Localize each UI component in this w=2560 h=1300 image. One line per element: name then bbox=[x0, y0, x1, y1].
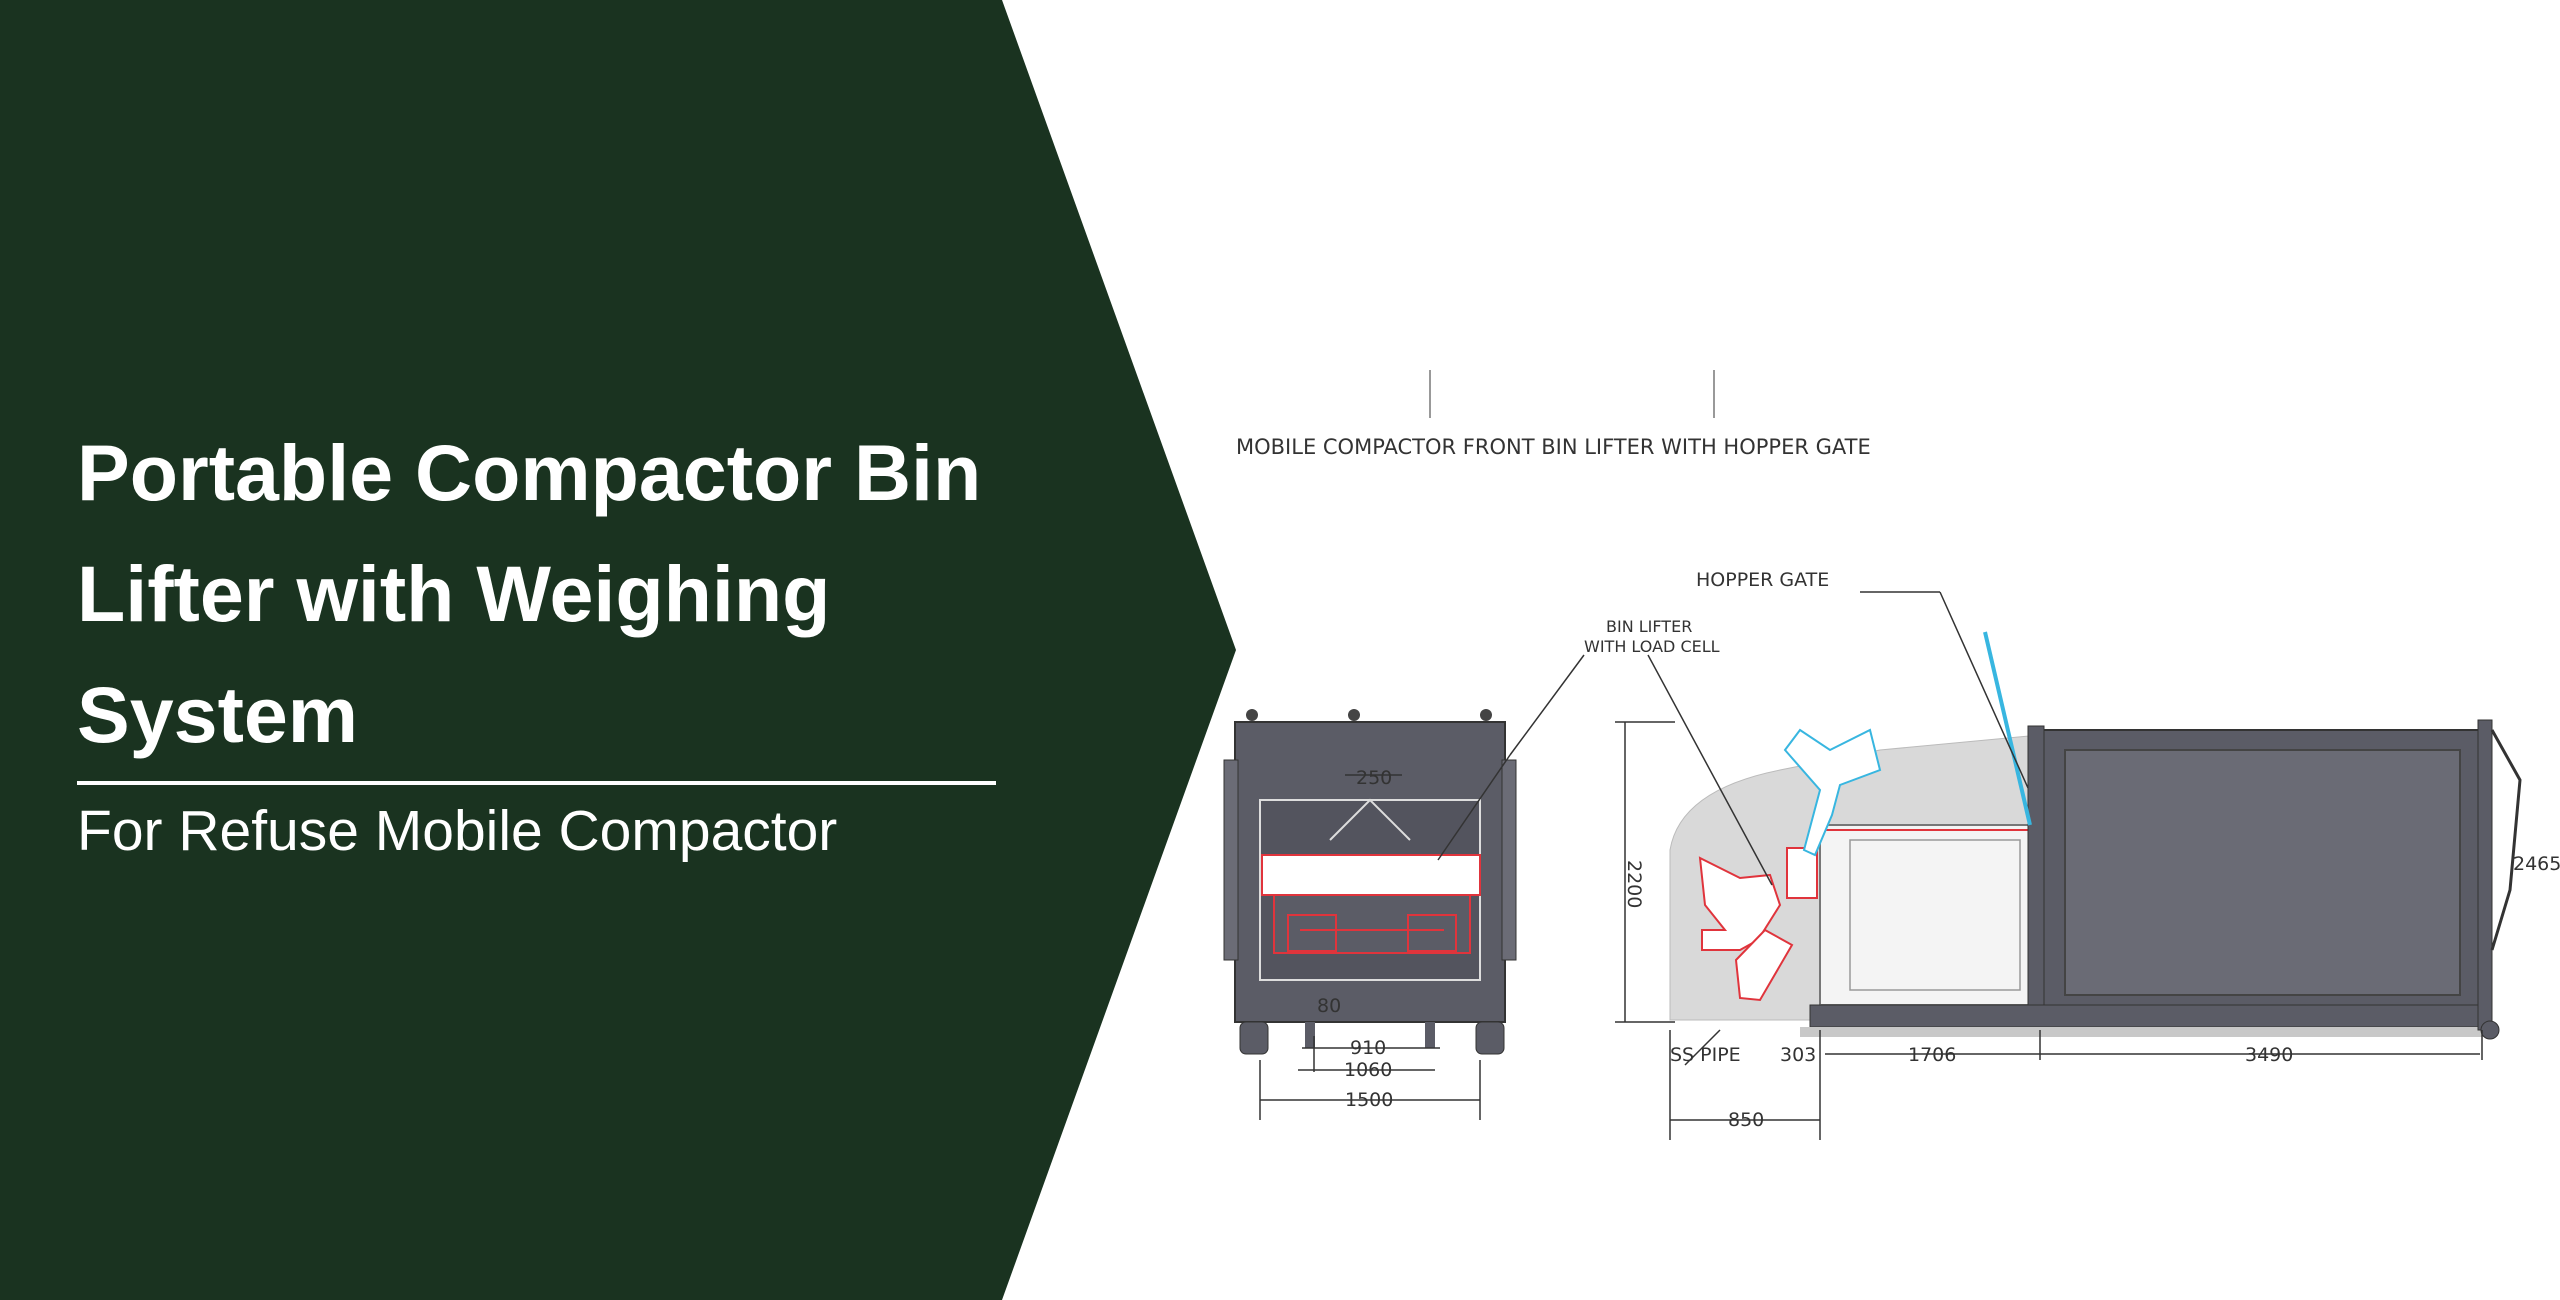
svg-text:2465: 2465 bbox=[2513, 853, 2560, 875]
svg-text:BIN LIFTER: BIN LIFTER bbox=[1606, 617, 1692, 636]
svg-text:3490: 3490 bbox=[2245, 1044, 2293, 1066]
svg-text:1060: 1060 bbox=[1344, 1059, 1392, 1081]
title-divider bbox=[77, 781, 996, 785]
svg-text:850: 850 bbox=[1728, 1109, 1764, 1131]
banner-title: Portable Compactor Bin Lifter with Weigh… bbox=[77, 428, 982, 759]
svg-text:250: 250 bbox=[1356, 767, 1392, 789]
svg-text:WITH LOAD CELL: WITH LOAD CELL bbox=[1584, 637, 1720, 656]
drawing-caption: MOBILE COMPACTOR FRONT BIN LIFTER WITH H… bbox=[1236, 435, 1871, 459]
technical-drawing: MOBILE COMPACTOR FRONT BIN LIFTER WITH H… bbox=[1223, 370, 2560, 1140]
svg-text:2200: 2200 bbox=[1623, 860, 1645, 908]
svg-text:1706: 1706 bbox=[1908, 1044, 1956, 1066]
green-chevron-panel bbox=[0, 0, 1236, 1300]
svg-text:HOPPER GATE: HOPPER GATE bbox=[1696, 569, 1829, 591]
svg-text:SS PIPE: SS PIPE bbox=[1670, 1044, 1741, 1066]
svg-text:1500: 1500 bbox=[1345, 1089, 1393, 1111]
side-view: 2200 SS PIPE 303 1706 3490 850 2465 bbox=[1615, 591, 2560, 1140]
svg-text:910: 910 bbox=[1350, 1037, 1386, 1059]
svg-text:80: 80 bbox=[1317, 995, 1341, 1017]
banner-subtitle: For Refuse Mobile Compactor bbox=[77, 799, 838, 863]
svg-text:303: 303 bbox=[1780, 1044, 1816, 1066]
front-view: 250 80 910 1060 1500 bbox=[1223, 654, 1585, 1120]
